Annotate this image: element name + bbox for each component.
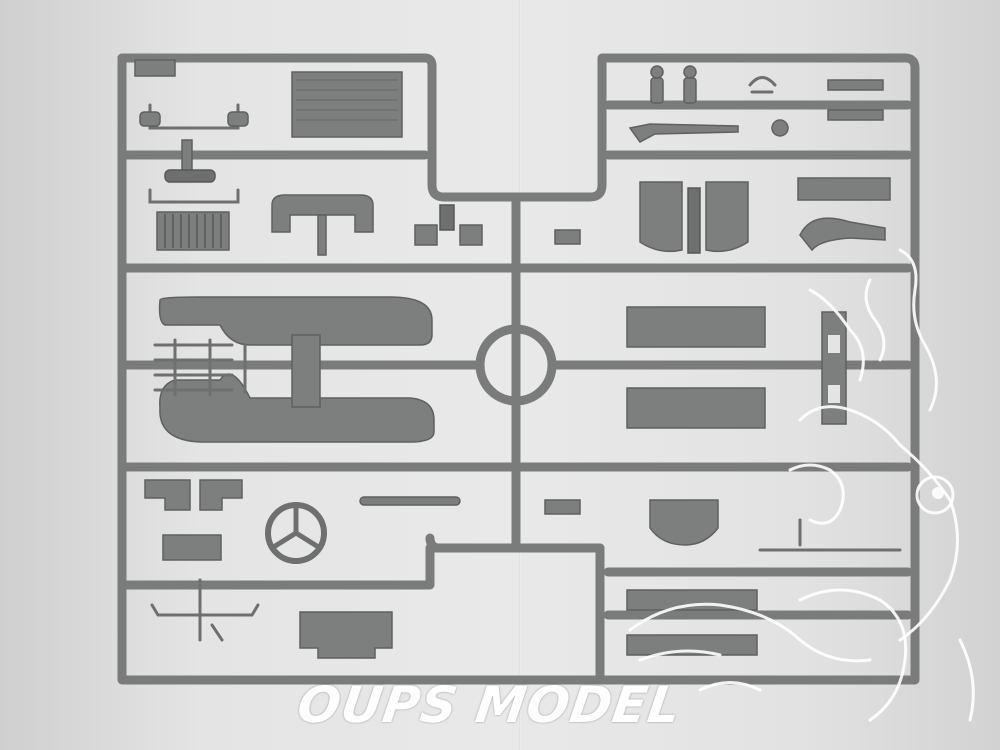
part-bumper-frame	[150, 578, 260, 642]
part-tread-plate	[291, 71, 403, 138]
watermark-brand-text: OUPS MODEL	[293, 676, 686, 734]
part-radiator-grille	[156, 211, 230, 251]
part-rifle	[628, 79, 884, 143]
part-tube-lower-right	[626, 518, 902, 656]
part-frame-rack	[821, 311, 847, 425]
part-axle-rod	[359, 496, 461, 506]
part-engine-cover	[299, 611, 393, 659]
part-small-clips-center	[414, 204, 581, 246]
part-dashboard	[162, 534, 222, 561]
part-side-panel-lower	[626, 387, 766, 429]
part-mudguard	[799, 217, 886, 252]
part-seat-frame	[139, 103, 249, 204]
part-fender-strip	[797, 177, 891, 201]
sprue-outer-frame	[117, 53, 920, 685]
part-steering-wheel	[265, 502, 327, 564]
watermark-dragon-logo	[628, 248, 975, 722]
part-crew-figures	[650, 65, 777, 104]
part-seat-backs	[144, 479, 243, 511]
part-chassis-frame	[153, 296, 435, 443]
part-arch-bracket	[271, 194, 374, 256]
part-side-panel-upper	[626, 306, 766, 348]
part-hood-panel	[649, 499, 719, 546]
part-small-block	[544, 499, 581, 515]
part-seats-pair	[639, 181, 749, 254]
